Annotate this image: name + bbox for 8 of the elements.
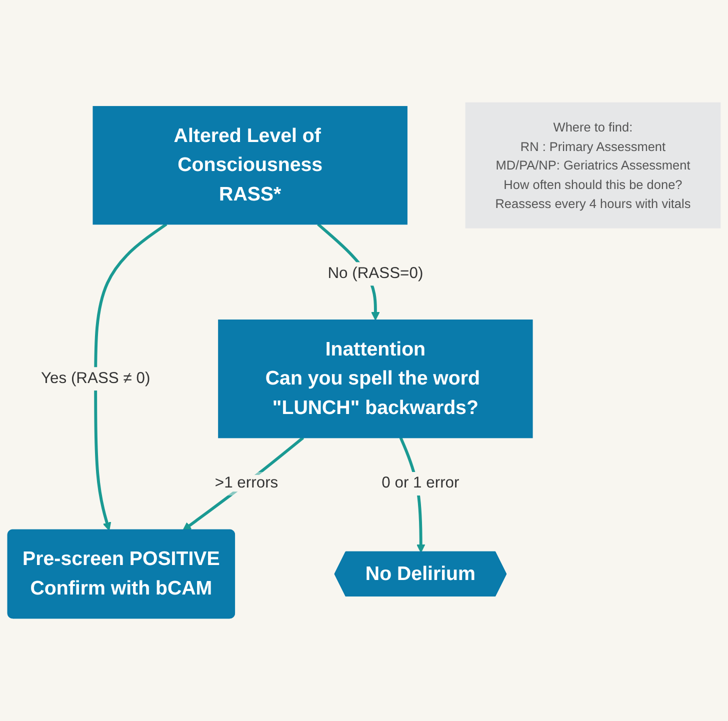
edge-label: >1 errors: [214, 474, 278, 492]
edge-label: No (RASS=0): [328, 265, 424, 282]
node-box: Altered Level of Consciousness RASS*: [92, 106, 408, 225]
arrow: [94, 223, 168, 531]
edge-label: 0 or 1 error: [382, 474, 460, 492]
edge-label: Yes (RASS ≠ 0): [40, 370, 150, 387]
arrow: [182, 436, 304, 531]
node-box: Inattention Can you spell the word "LUNCH" backwards?: [218, 320, 533, 438]
